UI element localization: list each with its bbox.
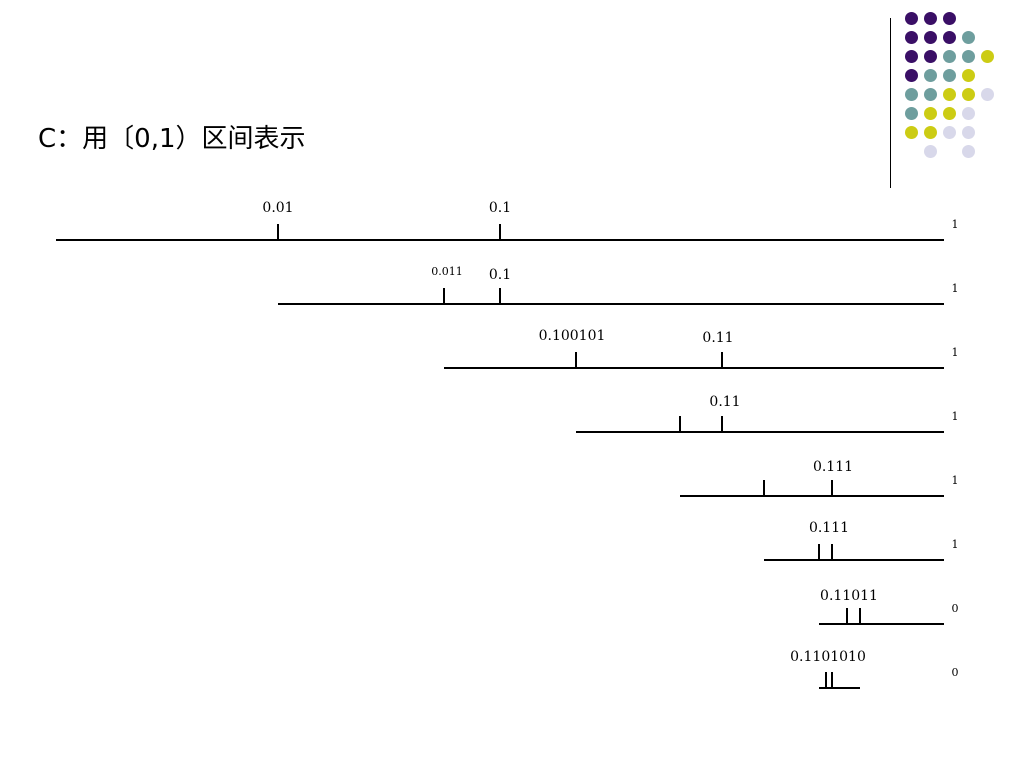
decorative-dot [924, 69, 937, 82]
decorative-dot [962, 126, 975, 139]
decorative-dot [905, 69, 918, 82]
tick-label: 0.011 [431, 265, 463, 278]
tick-label: 0.01 [262, 200, 293, 216]
bit-output-label: 1 [952, 346, 959, 359]
interval-row: 0.11011 0 [819, 588, 959, 625]
decorative-dot [962, 31, 975, 44]
tick-label: 0.111 [809, 520, 849, 536]
decorative-dot [981, 88, 994, 101]
interval-row: 0.111 1 [764, 520, 959, 561]
interval-row: 0.1101010 0 [790, 649, 959, 689]
tick-label: 0.100101 [539, 328, 606, 344]
decorative-dot-grid [905, 12, 1015, 172]
decorative-dot [924, 12, 937, 25]
decorative-dot [905, 88, 918, 101]
decorative-dot [962, 88, 975, 101]
interval-row: 0.11 1 [576, 394, 959, 433]
bit-output-label: 1 [952, 538, 959, 551]
bit-output-label: 1 [952, 410, 959, 423]
decorative-dot [905, 12, 918, 25]
decorative-dot [905, 107, 918, 120]
decorative-dot [943, 107, 956, 120]
decorative-dot [924, 126, 937, 139]
decorative-dot [924, 31, 937, 44]
decorative-dot [962, 50, 975, 63]
interval-row: 0.100101 0.11 1 [444, 328, 959, 369]
slide-title: C：用〔0,1）区间表示 [38, 124, 306, 154]
decorative-dot [981, 50, 994, 63]
bit-output-label: 0 [952, 602, 959, 615]
decorative-dot [924, 50, 937, 63]
decorative-divider [890, 18, 891, 188]
decorative-dot [943, 12, 956, 25]
decorative-dot [943, 69, 956, 82]
decorative-dot [905, 31, 918, 44]
interval-row: 0.011 0.1 1 [278, 265, 959, 305]
tick-label: 0.11 [709, 394, 740, 410]
decorative-dot [962, 107, 975, 120]
decorative-dot [962, 145, 975, 158]
bit-output-label: 1 [952, 282, 959, 295]
tick-label: 0.1101010 [790, 649, 866, 665]
decorative-dot [943, 31, 956, 44]
decorative-dot [943, 126, 956, 139]
decorative-dot [924, 107, 937, 120]
tick-label: 0.1 [489, 267, 511, 283]
tick-label: 0.111 [813, 459, 853, 475]
decorative-dot [962, 69, 975, 82]
decorative-dot [943, 50, 956, 63]
bit-output-label: 1 [952, 218, 959, 231]
decorative-dot [943, 88, 956, 101]
tick-label: 0.11011 [820, 588, 878, 604]
bit-output-label: 0 [952, 666, 959, 679]
tick-label: 0.11 [702, 330, 733, 346]
bit-output-label: 1 [952, 474, 959, 487]
interval-row: 0.01 0.1 1 [56, 200, 959, 241]
interval-row: 0.111 1 [680, 459, 959, 497]
decorative-dot [905, 126, 918, 139]
decorative-dot [905, 50, 918, 63]
decorative-dot [924, 88, 937, 101]
tick-label: 0.1 [489, 200, 511, 216]
decorative-dot [924, 145, 937, 158]
